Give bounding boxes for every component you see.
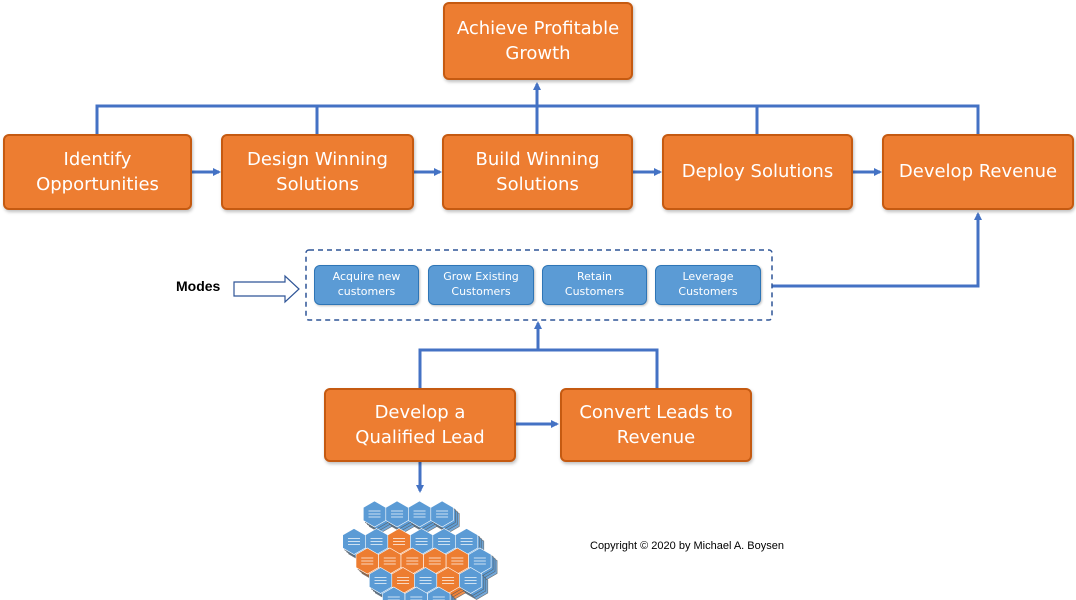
stage-build-winning-solutions: Build Winning Solutions — [442, 134, 633, 210]
modes-arrow-icon — [233, 274, 300, 304]
stage-develop-revenue: Develop Revenue — [882, 134, 1074, 210]
goal-box: Achieve Profitable Growth — [443, 2, 633, 80]
stage-design-winning-solutions: Design Winning Solutions — [221, 134, 414, 210]
goal-connectors — [95, 82, 980, 134]
mode-grow-existing-customers: Grow Existing Customers — [428, 265, 534, 305]
step-develop-qualified-lead: Develop a Qualified Lead — [324, 388, 516, 462]
leads-to-modes-connectors — [418, 321, 659, 388]
mode-leverage-customers: Leverage Customers — [655, 265, 761, 305]
step-convert-leads-to-revenue: Convert Leads to Revenue — [560, 388, 752, 462]
hexagon-cluster-illustration — [342, 500, 498, 600]
mode-retain-customers: Retain Customers — [542, 265, 647, 305]
modes-container — [305, 249, 773, 321]
copyright-text: Copyright © 2020 by Michael A. Boysen — [590, 540, 784, 552]
modes-to-revenue-connector — [772, 212, 982, 288]
stage-deploy-solutions: Deploy Solutions — [662, 134, 853, 210]
modes-label: Modes — [176, 278, 221, 294]
mode-acquire-new-customers: Acquire new customers — [314, 265, 419, 305]
stage-identify-opportunities: Identify Opportunities — [3, 134, 192, 210]
